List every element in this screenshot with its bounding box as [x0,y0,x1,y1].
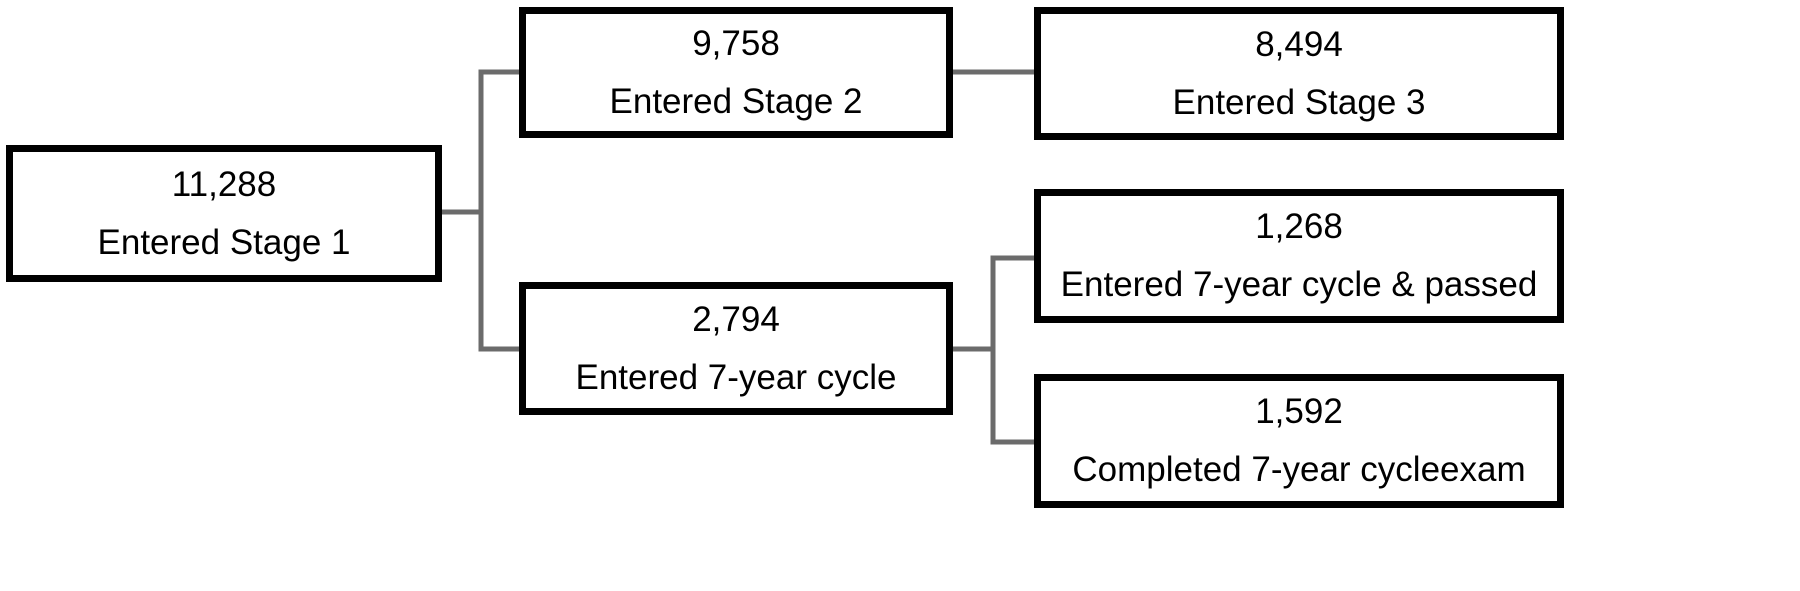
node-entered-stage-2: 9,758 Entered Stage 2 [519,7,953,138]
edge-stage1-stage2 [442,69,519,215]
node-label: Entered Stage 1 [97,222,351,262]
node-entered-7-year-cycle-passed: 1,268 Entered 7-year cycle & passed [1034,189,1564,323]
node-label: Entered 7-year cycle [575,357,897,397]
node-label: Completed 7-year cycleexam [1072,450,1526,489]
node-count: 11,288 [171,164,277,204]
node-count: 2,794 [692,299,780,339]
node-label: Entered Stage 2 [609,81,863,121]
edge-cycle-passed [953,255,1034,352]
node-count: 9,758 [692,23,780,63]
node-entered-stage-1: 11,288 Entered Stage 1 [6,145,442,282]
node-count: 1,592 [1255,392,1343,432]
node-entered-7-year-cycle: 2,794 Entered 7-year cycle [519,282,953,415]
node-count: 8,494 [1255,24,1343,64]
edge-stage1-cycle [478,212,519,352]
node-entered-stage-3: 8,494 Entered Stage 3 [1034,7,1564,140]
edge-cycle-exam [990,349,1034,445]
node-label: Entered Stage 3 [1172,82,1426,122]
node-label: Entered 7-year cycle & passed [1060,265,1538,304]
node-completed-7-year-cycle-exam: 1,592 Completed 7-year cycleexam [1034,374,1564,508]
node-count: 1,268 [1255,207,1343,247]
